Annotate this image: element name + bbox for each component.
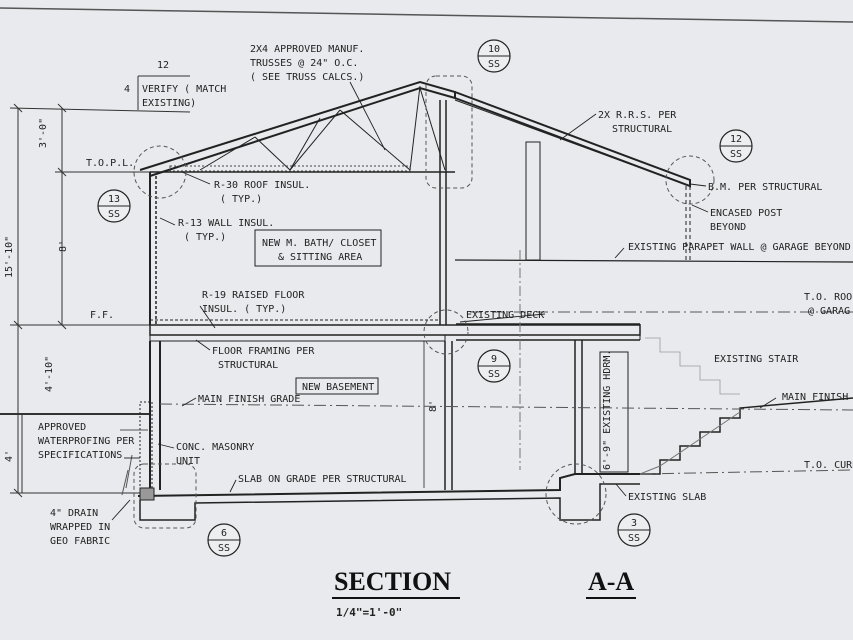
note-post-2: BEYOND (710, 222, 746, 233)
svg-text:SS: SS (108, 209, 120, 220)
svg-text:SS: SS (218, 543, 230, 554)
leader-lines (111, 81, 777, 521)
room-label-box-lower (295, 377, 379, 395)
note-trusses-3: ( SEE TRUSS CALCS.) (250, 72, 364, 83)
svg-text:3: 3 (631, 518, 637, 529)
svg-text:13: 13 (108, 194, 120, 205)
note-slab: SLAB ON GRADE PER STRUCTURAL (238, 474, 407, 485)
note-beam: B.M. PER STRUCTURAL (708, 182, 822, 193)
note-existing-slab: EXISTING SLAB (628, 492, 706, 503)
room-lower: NEW BASEMENT (302, 382, 374, 393)
note-stair: EXISTING STAIR (714, 354, 799, 365)
svg-text:SS: SS (730, 149, 742, 160)
room-upper-1: NEW M. BATH/ CLOSET (262, 238, 376, 249)
note-raised-floor-1: R-19 RAISED FLOOR (202, 290, 305, 301)
note-wall-insul-2: ( TYP.) (184, 232, 226, 243)
dim-basement-height: 8' (428, 400, 439, 412)
note-verify-1: VERIFY ( MATCH (142, 84, 226, 95)
note-to-roof-2: @ GARAG (808, 306, 850, 317)
detail-bubble-13: 13 SS (97, 189, 131, 223)
building-section (120, 80, 853, 521)
svg-text:10: 10 (488, 44, 500, 55)
dim-upper-floor: 8' (58, 240, 69, 252)
note-floor-framing-2: STRUCTURAL (218, 360, 278, 371)
room-upper-2: & SITTING AREA (278, 252, 362, 263)
roof-pitch-symbol: 12 4 (124, 60, 190, 110)
note-to-curb: T.O. CURB (804, 460, 853, 471)
note-masonry-1: CONC. MASONRY (176, 442, 254, 453)
note-rafters-2: STRUCTURAL (612, 124, 672, 135)
note-drain-1: 4" DRAIN (50, 508, 98, 519)
dimension-lines (0, 103, 191, 498)
note-to-roof-1: T.O. ROO (804, 292, 852, 303)
svg-text:SS: SS (488, 369, 500, 380)
sheet-border-line (0, 7, 853, 23)
note-floor-framing-1: FLOOR FRAMING PER (212, 346, 315, 357)
note-grade-right: MAIN FINISH GRA (782, 392, 853, 403)
svg-text:6: 6 (221, 528, 227, 539)
pitch-rise: 4 (124, 84, 130, 95)
note-drain-3: GEO FABRIC (50, 536, 110, 547)
note-post-1: ENCASED POST (710, 208, 782, 219)
note-roof-insul-1: R-30 ROOF INSUL. (214, 180, 310, 191)
svg-text:SS: SS (628, 533, 640, 544)
section-title: SECTION (334, 567, 451, 596)
section-title-block: SECTION A-A 1/4"=1'-0" (332, 567, 636, 619)
dim-total-height: 15'-10" (4, 236, 15, 278)
dim-lower-floor: 4'-10" (44, 356, 55, 392)
note-trusses-2: TRUSSES @ 24" O.C. (250, 58, 358, 69)
note-rafters-1: 2X R.R.S. PER (598, 110, 677, 121)
detail-bubble-9: 9 SS (477, 349, 511, 383)
note-wall-insul-1: R-13 WALL INSUL. (178, 218, 274, 229)
note-roof-insul-2: ( TYP.) (220, 194, 262, 205)
dim-plate-to-ridge: 3'-0" (38, 118, 49, 148)
room-label-box-upper (254, 229, 382, 267)
annotation-notes: 2X4 APPROVED MANUF. TRUSSES @ 24" O.C. (… (38, 44, 853, 547)
note-trusses-1: 2X4 APPROVED MANUF. (250, 44, 364, 55)
level-top-plate: T.O.P.L. (86, 158, 134, 169)
svg-text:SS: SS (488, 59, 500, 70)
note-deck: EXISTING DECK (466, 310, 544, 321)
note-door: 6'-9" EXISTING HDRM. (602, 350, 613, 470)
detail-bubble-6: 6 SS (207, 523, 241, 557)
pitch-run: 12 (157, 60, 169, 71)
note-waterproofing-1: APPROVED (38, 422, 86, 433)
detail-clouds (133, 75, 715, 529)
note-parapet: EXISTING PARAPET WALL @ GARAGE BEYOND (628, 242, 851, 253)
note-raised-floor-2: INSUL. ( TYP.) (202, 304, 286, 315)
note-grade-left: MAIN FINISH GRADE (198, 394, 300, 405)
svg-text:12: 12 (730, 134, 742, 145)
note-drain-2: WRAPPED IN (50, 522, 110, 533)
detail-bubble-3: 3 SS (617, 513, 651, 547)
dim-footing: 4' (4, 450, 15, 462)
drawing-scale: 1/4"=1'-0" (336, 606, 402, 619)
section-tag: A-A (588, 567, 634, 596)
detail-bubble-12: 12 SS (719, 129, 753, 163)
note-waterproofing-3: SPECIFICATIONS (38, 450, 122, 461)
detail-bubble-10: 10 SS (477, 39, 511, 73)
note-waterproofing-2: WATERPROFING PER (38, 436, 135, 447)
note-verify-2: EXISTING) (142, 98, 196, 109)
note-masonry-2: UNIT (176, 456, 200, 467)
level-finish-floor: F.F. (90, 310, 114, 321)
svg-text:9: 9 (491, 354, 497, 365)
